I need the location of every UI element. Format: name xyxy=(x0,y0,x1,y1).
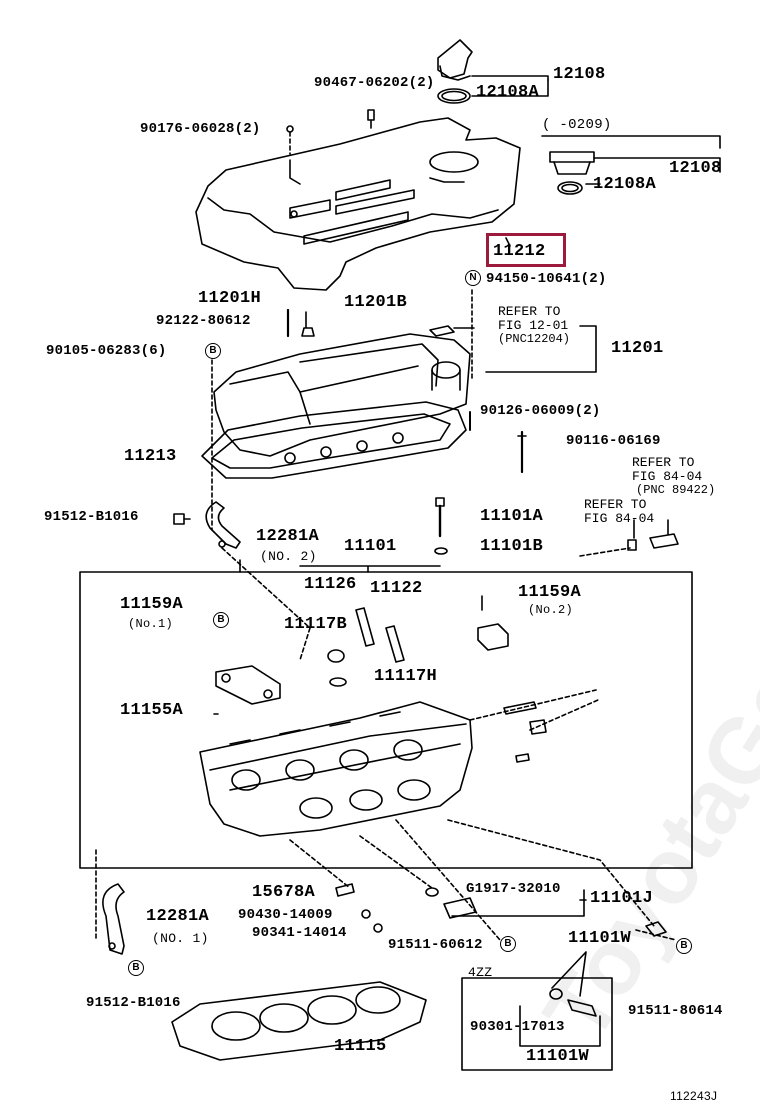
part-label: 91512-B1016 xyxy=(86,995,181,1011)
part-label: 11155A xyxy=(120,701,184,720)
bolt-90467 xyxy=(367,109,375,129)
camshaft-bearing-caps xyxy=(215,595,509,705)
oil-filler-cap xyxy=(437,39,549,104)
part-label: 90126-06009(2) xyxy=(480,403,601,419)
date-range: ( -0209) xyxy=(542,117,612,133)
part-label: 91512-B1016 xyxy=(44,509,139,525)
part-label: 11101 xyxy=(344,537,397,556)
leader-lines xyxy=(95,359,655,941)
part-label: 90341-14014 xyxy=(252,925,347,941)
highlighted-part-box: 11212 xyxy=(486,233,566,267)
part-label: 11101J xyxy=(590,889,654,908)
figure-code: 112243J xyxy=(670,1089,718,1103)
part-label: 11117B xyxy=(284,615,348,634)
callout-b: B xyxy=(213,612,229,628)
part-label: 92122-80612 xyxy=(156,313,251,329)
dowel-pins xyxy=(213,701,547,763)
part-label: 90430-14009 xyxy=(238,907,333,923)
part-label: 12281A xyxy=(146,907,210,926)
callout-b: B xyxy=(128,960,144,976)
part-label: 11201B xyxy=(344,293,408,312)
part-note: (NO. 2) xyxy=(260,549,317,564)
part-label: 90301-17013 xyxy=(470,1019,565,1035)
part-label: 91511-60612 xyxy=(388,937,483,953)
callout-b: B xyxy=(676,938,692,954)
cylinder-head-box xyxy=(79,571,693,869)
engine-hanger-no1 xyxy=(102,883,125,955)
part-label: 11213 xyxy=(124,447,177,466)
head-gasket xyxy=(171,981,427,1061)
oil-control-valve xyxy=(519,951,601,1047)
part-label: 11201H xyxy=(198,289,262,308)
refer-note: FIG 12-01 xyxy=(498,318,569,333)
part-label: 11101B xyxy=(480,537,544,556)
part-label: 90467-06202(2) xyxy=(314,75,435,91)
part-label: 11115 xyxy=(334,1037,387,1056)
callout-n: N xyxy=(465,270,481,286)
refer-note: FIG 84-04 xyxy=(632,469,703,484)
engine-hanger-no2 xyxy=(173,501,241,549)
part-label: 91511-80614 xyxy=(628,1003,723,1019)
part-label: 11159A xyxy=(120,595,184,614)
part-label: 11122 xyxy=(370,579,423,598)
part-label: 11101A xyxy=(480,507,544,526)
part-note: (NO. 1) xyxy=(152,931,209,946)
engine-cover xyxy=(195,117,521,291)
valve-cover xyxy=(213,308,527,474)
part-label: 15678A xyxy=(252,883,316,902)
part-note: (No.2) xyxy=(528,603,574,617)
oil-sensor xyxy=(335,883,667,937)
callout-b: B xyxy=(205,343,221,359)
refer-note: (PNC 89422) xyxy=(636,483,716,497)
engine-code: 4ZZ xyxy=(468,965,493,980)
refer-note: REFER TO xyxy=(632,455,695,470)
part-label: 12108 xyxy=(669,159,722,178)
refer-note: REFER TO xyxy=(498,304,561,319)
part-label: 12108 xyxy=(553,65,606,84)
oil-filler-cap-variant xyxy=(541,135,721,195)
part-label: 90116-06169 xyxy=(566,433,661,449)
part-label: 11101W xyxy=(568,929,632,948)
head-bolt xyxy=(434,497,448,555)
part-note: (No.1) xyxy=(128,617,174,631)
highlighted-part-label: 11212 xyxy=(493,242,546,261)
part-label: 11159A xyxy=(518,583,582,602)
part-label: 12108A xyxy=(476,83,540,102)
part-label: 11101W xyxy=(526,1047,590,1066)
part-label: 94150-10641(2) xyxy=(486,271,607,287)
cam-sensor-bolt xyxy=(579,519,679,557)
part-label: 11201 xyxy=(611,339,664,358)
cylinder-head xyxy=(199,701,473,837)
part-label: 90176-06028(2) xyxy=(140,121,261,137)
part-label: 12281A xyxy=(256,527,320,546)
valve-guides xyxy=(327,607,405,687)
callout-b: B xyxy=(500,936,516,952)
refer-note: (PNC12204) xyxy=(498,332,571,346)
part-label: 11117H xyxy=(374,667,438,686)
part-label: 90105-06283(6) xyxy=(46,343,167,359)
part-label: G1917-32010 xyxy=(466,881,561,897)
part-label: 12108A xyxy=(593,175,657,194)
refer-note: REFER TO xyxy=(584,497,647,512)
part-label: 11126 xyxy=(304,575,357,594)
valve-cover-gasket xyxy=(201,401,467,479)
refer-note: FIG 84-04 xyxy=(584,511,655,526)
